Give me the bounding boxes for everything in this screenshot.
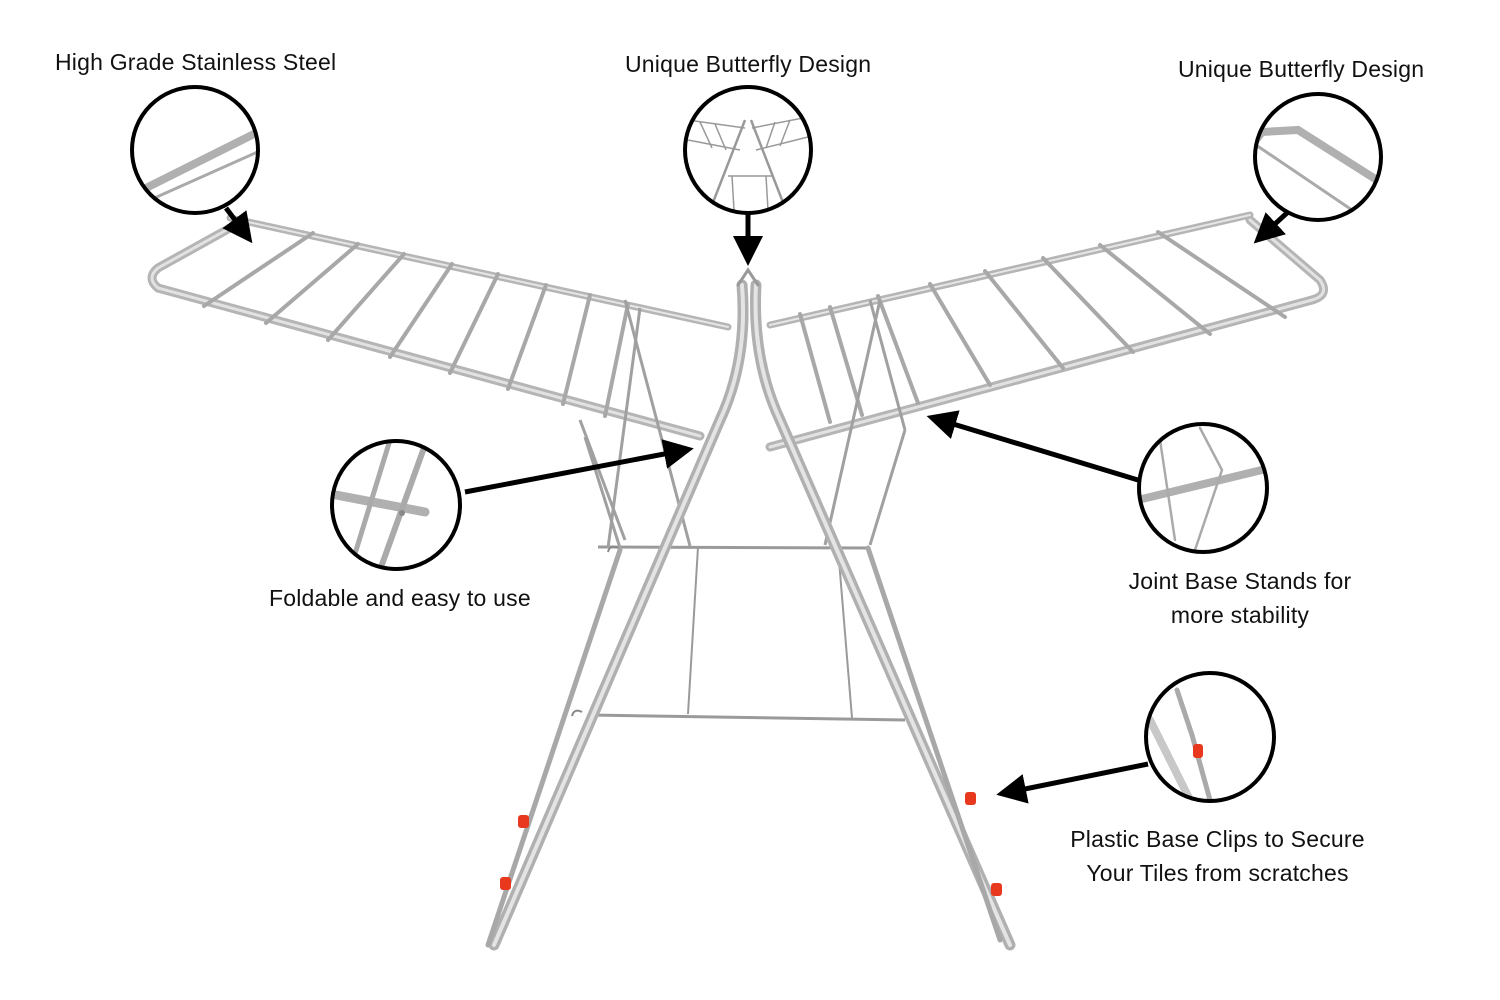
clip <box>518 815 529 828</box>
arrow-icon <box>996 761 1149 804</box>
hooks <box>571 545 619 717</box>
magnifier-ring <box>1253 92 1383 222</box>
base-clips <box>500 792 1002 896</box>
label-butterfly-right: Unique Butterfly Design <box>1178 52 1424 86</box>
arrow-icon <box>464 439 694 495</box>
label-base-clips: Plastic Base Clips to Secure Your Tiles … <box>1050 822 1385 890</box>
label-line: High Grade Stainless Steel <box>55 49 337 75</box>
callout-base-clips <box>996 671 1276 804</box>
label-line: Unique Butterfly Design <box>625 51 872 77</box>
label-foldable: Foldable and easy to use <box>269 581 531 615</box>
arrow-icon <box>222 206 253 244</box>
label-line: Plastic Base Clips to Secure <box>1070 826 1365 852</box>
callout-stainless-steel <box>130 85 260 244</box>
clip <box>991 883 1002 896</box>
arrow-icon <box>1253 210 1290 244</box>
callout-butterfly-right <box>1253 92 1383 244</box>
callout-butterfly-center <box>683 85 813 266</box>
label-line: Joint Base Stands for <box>1128 568 1352 594</box>
magnifier-ring <box>683 85 813 215</box>
label-stainless-steel: High Grade Stainless Steel <box>55 45 336 79</box>
clip <box>965 792 976 805</box>
label-line: Foldable and easy to use <box>269 585 531 611</box>
magnifier-ring <box>1137 422 1269 554</box>
callout-joint-base <box>926 410 1269 554</box>
right-wing <box>765 211 1329 452</box>
clip <box>500 877 511 890</box>
label-butterfly-center: Unique Butterfly Design <box>625 47 871 81</box>
label-joint-base: Joint Base Stands for more stability <box>1110 564 1370 632</box>
callout-foldable <box>330 439 694 571</box>
label-line: Your Tiles from scratches <box>1086 860 1349 886</box>
magnifier-ring <box>330 439 462 571</box>
base-frame <box>589 545 906 722</box>
arrow-icon <box>926 410 1139 483</box>
magnifier-ring <box>1144 671 1276 803</box>
drying-rack-illustration <box>147 211 1329 951</box>
label-line: Unique Butterfly Design <box>1178 56 1425 82</box>
a-frame-legs <box>485 267 1016 951</box>
magnifier-ring <box>130 85 260 215</box>
label-line: more stability <box>1170 602 1310 628</box>
left-wing <box>147 214 732 441</box>
